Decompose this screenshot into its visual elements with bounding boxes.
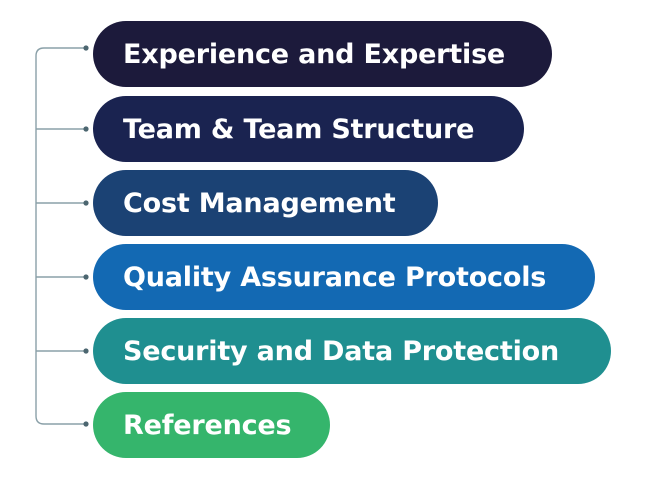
item-team-structure: Team & Team Structure: [93, 96, 524, 162]
item-label: Quality Assurance Protocols: [123, 261, 547, 293]
item-security-and-data-protection: Security and Data Protection: [93, 318, 611, 384]
connector-dot: [83, 126, 89, 132]
item-label: Team & Team Structure: [123, 113, 475, 145]
item-references: References: [93, 392, 330, 458]
item-quality-assurance-protocols: Quality Assurance Protocols: [93, 244, 595, 310]
item-cost-management: Cost Management: [93, 170, 438, 236]
connector-dot: [83, 200, 89, 206]
connector-trunk: [35, 47, 86, 425]
connector-dot: [83, 421, 89, 427]
item-label: Cost Management: [123, 187, 396, 219]
item-label: Experience and Expertise: [123, 38, 506, 70]
connector-dot: [83, 348, 89, 354]
item-label: References: [123, 409, 292, 441]
item-label: Security and Data Protection: [123, 335, 559, 367]
connector-dot: [83, 45, 89, 51]
connector-dot: [83, 274, 89, 280]
item-experience-and-expertise: Experience and Expertise: [93, 21, 552, 87]
